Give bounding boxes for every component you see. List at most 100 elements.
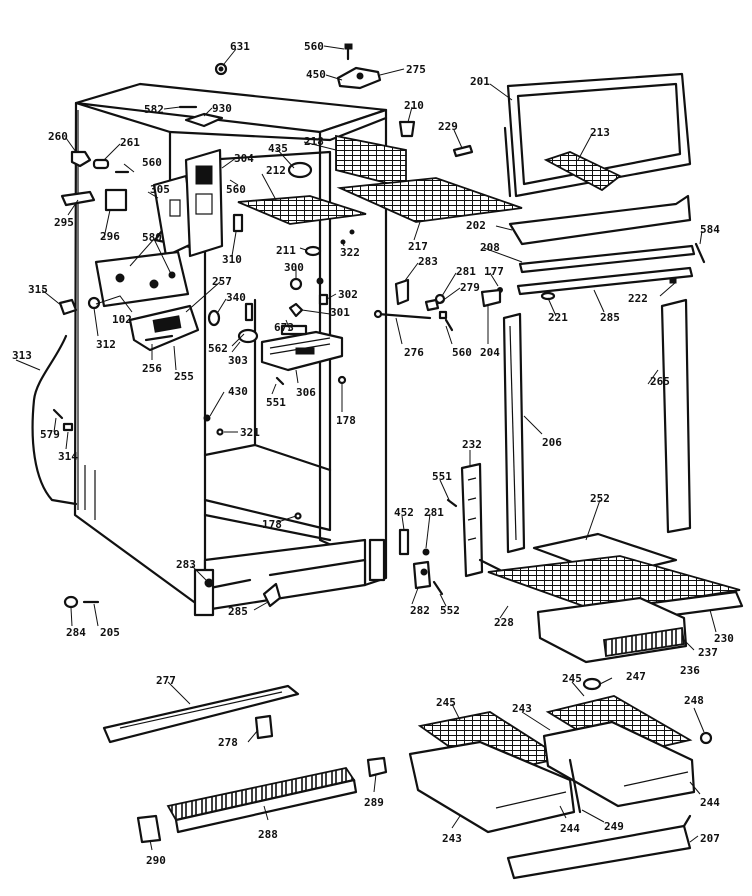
part-177-204 [480, 287, 503, 308]
callout-281: 281 [456, 265, 476, 278]
part-560-screw-hinge [444, 318, 454, 332]
freezer-shelf-212 [237, 195, 367, 225]
callout-201: 201 [470, 75, 490, 88]
callout-673: 673 [274, 321, 294, 334]
crisper-pan-243-right [542, 720, 696, 808]
part-340 [207, 309, 221, 327]
part-281-lower [422, 548, 430, 556]
freezer-shelf-217 [336, 177, 523, 223]
callout-178: 178 [336, 414, 356, 427]
callout-930: 930 [212, 102, 232, 115]
part-552 [432, 580, 444, 596]
callout-580: 580 [142, 231, 162, 244]
callout-295: 295 [54, 216, 74, 229]
callout-252: 252 [590, 492, 610, 505]
part-178-lower [294, 512, 302, 520]
part-249-rod [568, 758, 582, 814]
callout-218: 218 [304, 135, 324, 148]
callout-244: 244 [700, 796, 720, 809]
part-282 [412, 560, 432, 590]
door-shelf-207 [506, 814, 692, 880]
callout-306: 306 [296, 386, 316, 399]
callout-284: 284 [66, 626, 86, 639]
callout-279: 279 [460, 281, 480, 294]
rail-277 [102, 684, 300, 744]
callout-288: 288 [258, 828, 278, 841]
part-315 [58, 298, 78, 316]
ice-tray-213 [543, 151, 622, 192]
callout-228: 228 [494, 616, 514, 629]
callout-217: 217 [408, 240, 428, 253]
part-229 [452, 144, 474, 158]
callout-304: 304 [234, 152, 254, 165]
part-210 [398, 120, 416, 138]
part-560-screw-top [344, 43, 353, 61]
part-208-strip [518, 244, 696, 274]
callout-205: 205 [100, 626, 120, 639]
part-452 [398, 528, 410, 556]
callout-208: 208 [480, 241, 500, 254]
part-281-279 [424, 293, 448, 320]
callout-322: 322 [340, 246, 360, 259]
callout-256: 256 [142, 362, 162, 375]
callout-257: 257 [212, 275, 232, 288]
callout-315: 315 [28, 283, 48, 296]
damper-306 [260, 330, 344, 372]
door-shelf-202 [508, 194, 692, 246]
callout-206: 206 [542, 436, 562, 449]
part-580-panel [94, 250, 190, 308]
part-260-knob [70, 150, 92, 168]
part-296 [104, 188, 128, 212]
callout-289: 289 [364, 796, 384, 809]
callout-301: 301 [330, 306, 350, 319]
callout-244: 244 [560, 822, 580, 835]
callout-313: 313 [12, 349, 32, 362]
part-285-screw [204, 578, 214, 588]
callout-202: 202 [466, 219, 486, 232]
callout-204: 204 [480, 346, 500, 359]
callout-281: 281 [424, 506, 444, 519]
callout-236: 236 [680, 664, 700, 677]
callout-275: 275 [406, 63, 426, 76]
callout-285: 285 [228, 605, 248, 618]
callout-430: 430 [228, 385, 248, 398]
callout-212: 212 [266, 164, 286, 177]
callout-276: 276 [404, 346, 424, 359]
light-assembly-257-256-255 [128, 304, 200, 352]
crisper-pan-243-left [408, 740, 576, 834]
callout-261: 261 [120, 136, 140, 149]
part-178-upper [337, 375, 347, 385]
callout-452: 452 [394, 506, 414, 519]
cabinet [73, 82, 388, 617]
callout-562: 562 [208, 342, 228, 355]
part-582-930 [178, 105, 224, 128]
callout-210: 210 [404, 99, 424, 112]
part-261-cap [92, 158, 110, 170]
callout-248: 248 [684, 694, 704, 707]
part-211 [304, 245, 322, 257]
part-579-314 [52, 408, 74, 432]
callout-296: 296 [100, 230, 120, 243]
callout-560: 560 [304, 40, 324, 53]
part-278 [254, 714, 274, 740]
callout-582: 582 [144, 103, 164, 116]
callout-450: 450 [306, 68, 326, 81]
callout-211: 211 [276, 244, 296, 257]
callout-551: 551 [432, 470, 452, 483]
callout-213: 213 [590, 126, 610, 139]
callout-551: 551 [266, 396, 286, 409]
part-284 [63, 595, 79, 609]
callout-247: 247 [626, 670, 646, 683]
wire-shelf-228 [478, 555, 741, 613]
part-300 [289, 277, 324, 291]
part-562-303 [237, 302, 259, 344]
part-321 [216, 428, 224, 436]
callout-302: 302 [338, 288, 358, 301]
control-box-304 [184, 148, 224, 258]
callout-631: 631 [230, 40, 250, 53]
callout-310: 310 [222, 253, 242, 266]
callout-243: 243 [442, 832, 462, 845]
hinge-276 [373, 309, 432, 320]
callout-283: 283 [176, 558, 196, 571]
callout-340: 340 [226, 291, 246, 304]
